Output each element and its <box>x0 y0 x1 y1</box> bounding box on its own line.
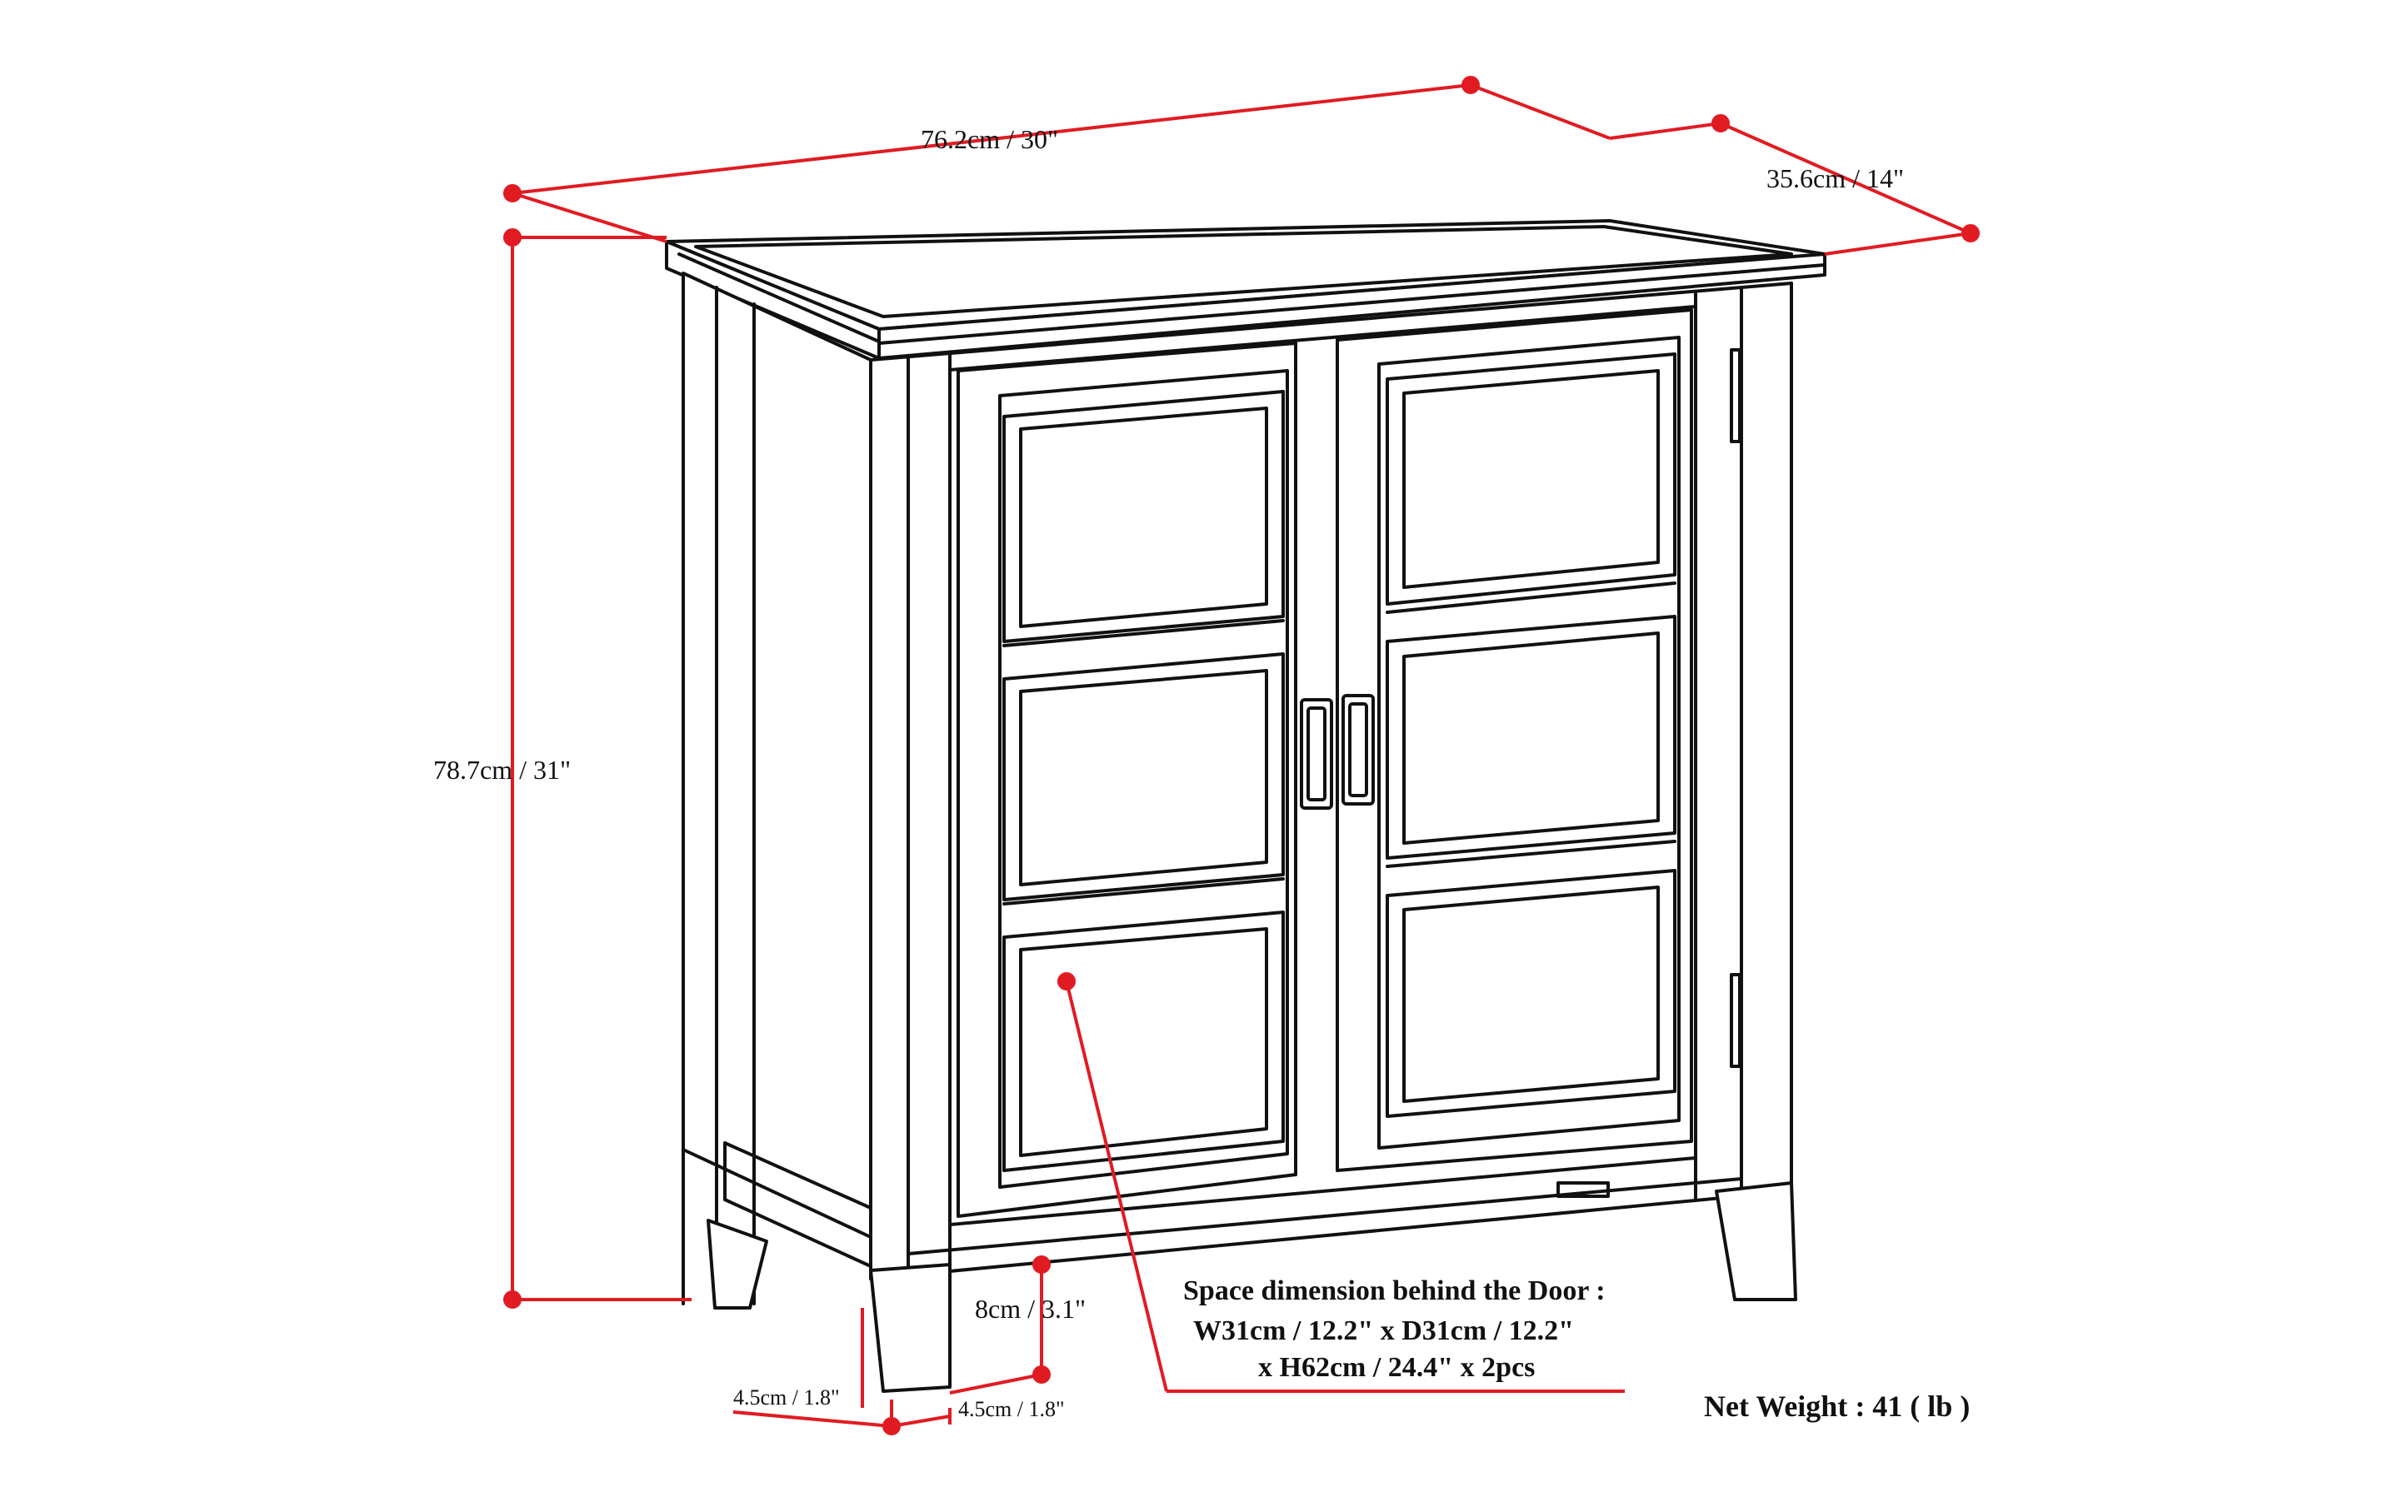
door-handle-right <box>1341 694 1375 806</box>
door-right-panel-top <box>1386 352 1676 606</box>
door-handle-left <box>1300 698 1333 810</box>
leg-back-left <box>707 1219 768 1310</box>
net-weight: Net Weight : 41 ( lb ) <box>1704 1390 1970 1423</box>
label-leg-side-width: 4.5cm / 1.8" <box>733 1385 840 1410</box>
cabinet-top <box>665 219 1826 360</box>
cabinet-right-post <box>1715 282 1797 1301</box>
space-note: Space dimension behind the Door : W31cm … <box>1183 1275 1606 1383</box>
label-height: 78.7cm / 31" <box>433 755 571 785</box>
dimension-labels: 76.2cm / 30" 35.6cm / 14" 78.7cm / 31" 8… <box>433 124 1904 1421</box>
cabinet-left-side <box>682 272 900 1305</box>
door-left-panel-middle <box>1002 652 1285 901</box>
label-leg-front-width: 4.5cm / 1.8" <box>958 1397 1065 1421</box>
cabinet-drawing <box>665 219 1826 1393</box>
dimension-lines <box>503 76 1980 1435</box>
space-note-line-2: W31cm / 12.2" x D31cm / 12.2" <box>1193 1315 1574 1346</box>
leg-front-left <box>869 1263 952 1393</box>
door-right-panel-middle <box>1386 615 1676 860</box>
door-right-panel-bottom <box>1386 869 1676 1118</box>
door-left-panel-top <box>1002 390 1285 643</box>
space-note-line-3: x H62cm / 24.4" x 2pcs <box>1258 1352 1535 1383</box>
space-note-line-1: Space dimension behind the Door : <box>1183 1275 1606 1306</box>
label-width: 76.2cm / 30" <box>921 124 1058 154</box>
label-depth: 35.6cm / 14" <box>1766 163 1904 193</box>
door-left-panel-bottom <box>1002 911 1285 1172</box>
label-leg-gap: 8cm / 3.1" <box>975 1294 1086 1324</box>
